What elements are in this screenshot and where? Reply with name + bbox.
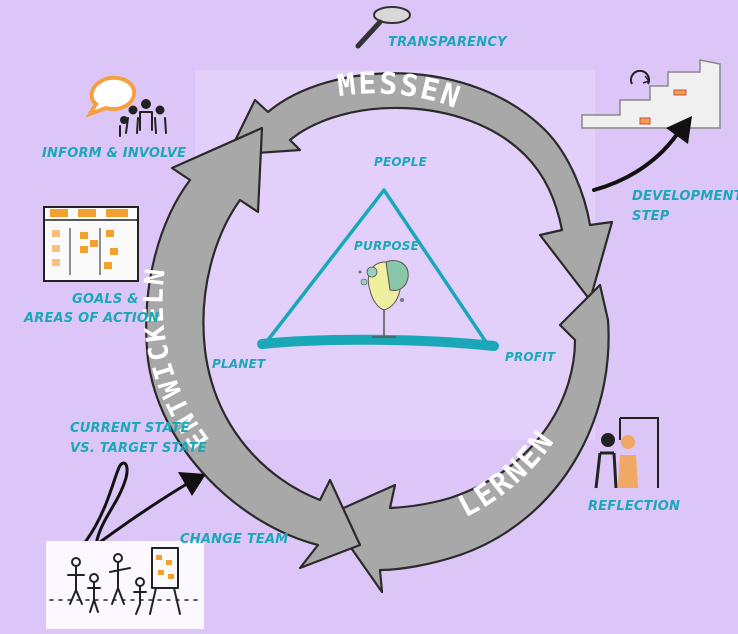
- arrow-messen: [226, 72, 614, 302]
- label-people: PEOPLE: [374, 155, 428, 169]
- stairs-icon: [581, 59, 721, 129]
- flipchart-notes: [156, 555, 174, 579]
- label-development: DEVELOPMENT: [632, 189, 738, 204]
- label-inform-involve: INFORM & INVOLVE: [42, 146, 186, 161]
- triangle: [257, 188, 499, 351]
- development-arrowhead: [666, 116, 692, 144]
- change-team-icon: [49, 547, 201, 615]
- arrow-lernen: [326, 283, 610, 594]
- label-change-team: CHANGE TEAM: [180, 532, 288, 547]
- label-transparency: TRANSPARENCY: [388, 35, 508, 50]
- sticky-board-icon: [43, 206, 139, 282]
- arrow-entwickeln: [145, 126, 362, 570]
- label-planet: PLANET: [212, 357, 266, 371]
- magnifier-icon: [355, 6, 411, 49]
- label-goals-1: GOALS &: [72, 292, 139, 307]
- reflection-mirror-icon: [594, 417, 659, 489]
- people-group-icon: [119, 99, 167, 137]
- label-current-1: CURRENT STATE: [70, 421, 190, 436]
- speech-bubble-icon: [85, 75, 137, 118]
- label-reflection: REFLECTION: [588, 499, 680, 514]
- label-purpose: PURPOSE: [354, 239, 420, 253]
- tree-icon: [358, 260, 409, 338]
- label-current-2: VS. TARGET STATE: [70, 441, 207, 456]
- cycle-arrows: [145, 72, 614, 594]
- label-step: STEP: [632, 209, 670, 224]
- development-arrow: [592, 128, 682, 192]
- current-state-arrowhead: [178, 472, 206, 496]
- label-goals-2: AREAS OF ACTION: [23, 311, 159, 326]
- change-team-panel: [46, 541, 204, 629]
- label-profit: PROFIT: [505, 350, 556, 364]
- current-state-curve: [53, 461, 192, 574]
